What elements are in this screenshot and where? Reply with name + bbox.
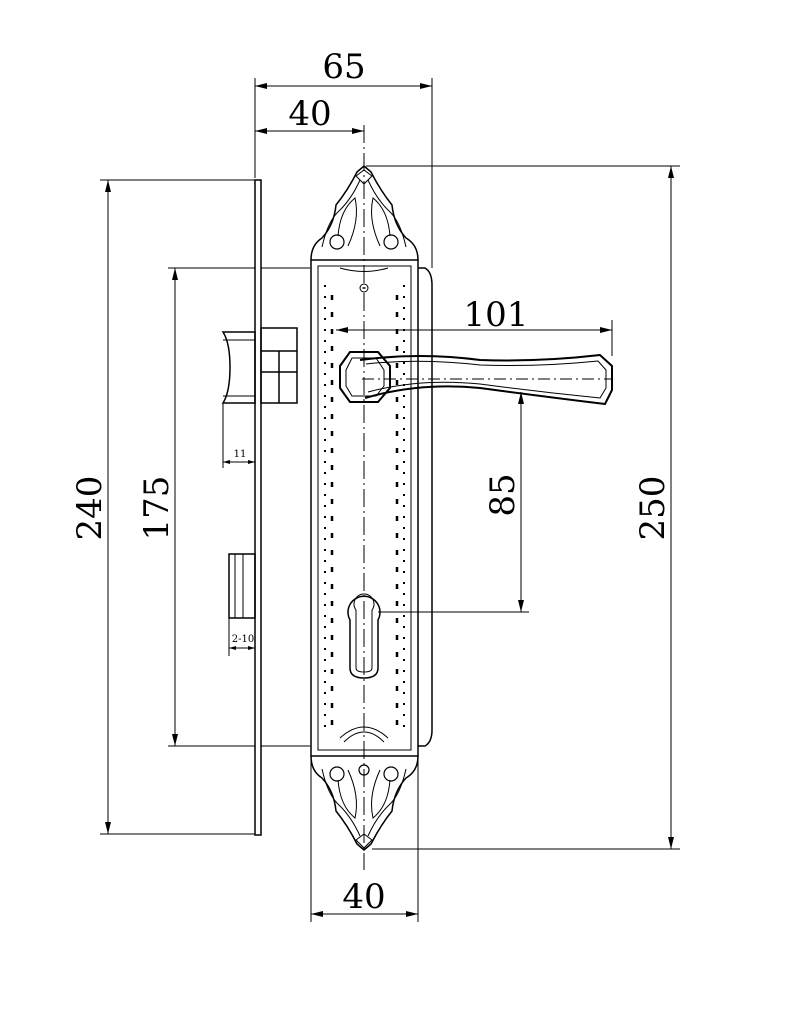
dim-175-label: 175 bbox=[137, 476, 177, 541]
dim-40-top-label: 40 bbox=[288, 94, 331, 134]
bottom-ornament bbox=[310, 755, 419, 851]
dim-40-bottom-label: 40 bbox=[342, 877, 385, 917]
lever-handle bbox=[339, 351, 613, 406]
dim-250-label: 250 bbox=[633, 476, 673, 541]
dimension-lines bbox=[100, 78, 680, 922]
dim-2-10-label: 2-10 bbox=[232, 634, 254, 645]
dim-240-label: 240 bbox=[70, 476, 110, 541]
dimension-arrowheads bbox=[105, 83, 674, 917]
plate-decoration-dots bbox=[324, 285, 405, 735]
center-lines bbox=[362, 125, 612, 870]
mortise-lock-body bbox=[254, 179, 310, 836]
dim-65-label: 65 bbox=[322, 47, 365, 87]
deadbolt bbox=[228, 553, 256, 619]
dim-101-label: 101 bbox=[464, 295, 529, 335]
dim-11-label: 11 bbox=[234, 449, 247, 460]
cylinder-keyhole bbox=[347, 593, 381, 679]
latch-bolt bbox=[221, 327, 298, 404]
dim-85-label: 85 bbox=[483, 473, 523, 516]
lock-faceplate bbox=[254, 179, 262, 836]
escutcheon-backplate bbox=[310, 165, 433, 851]
